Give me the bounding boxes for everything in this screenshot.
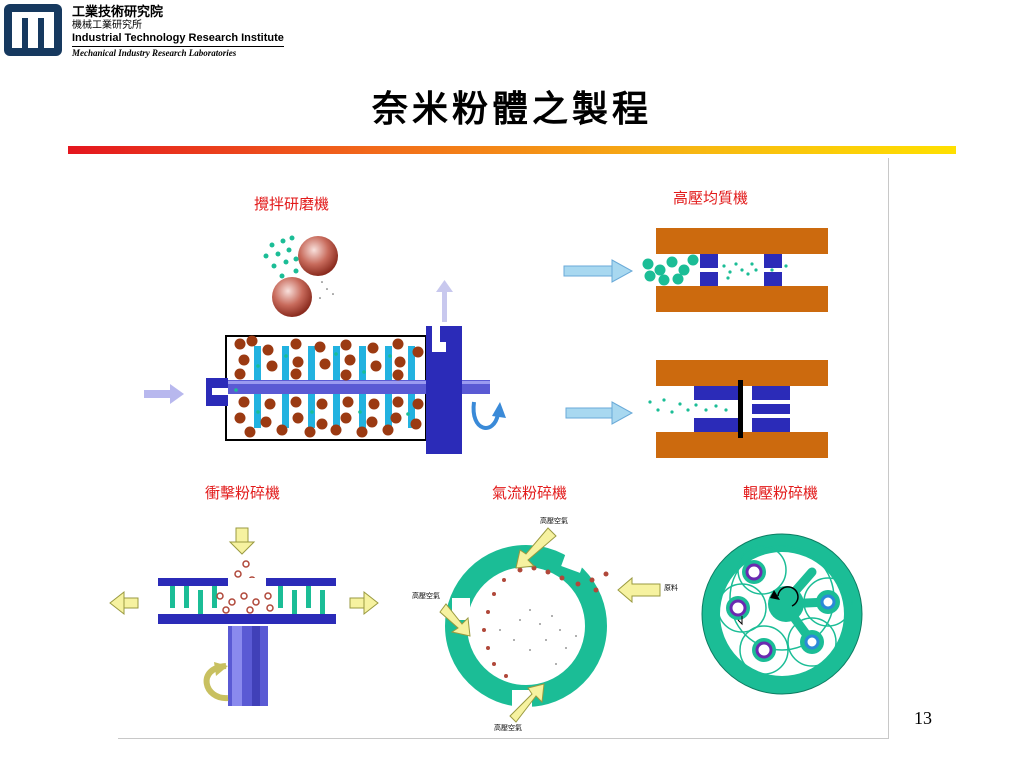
label-feed: 原料: [664, 583, 678, 592]
label-jet-mill: 氣流粉碎機: [492, 484, 568, 502]
slide-title: 奈米粉體之製程: [371, 88, 652, 130]
jet-mill-diagram: 高壓空氣 高壓空氣 高壓空氣 原料: [412, 516, 678, 732]
label-homogenizer: 高壓均質機: [673, 189, 749, 207]
label-stirred-mill: 攪拌研磨機: [254, 195, 330, 213]
organization-block: 工業技術研究院 機械工業研究所 Industrial Technology Re…: [72, 4, 284, 60]
org-division-en: Mechanical Industry Research Laboratorie…: [72, 48, 237, 58]
org-name-en: Industrial Technology Research Institute: [72, 32, 284, 47]
roller-mill-diagram: [701, 533, 863, 695]
org-name-zh: 工業技術研究院: [72, 4, 164, 19]
label-roller-mill: 輥壓粉碎機: [743, 484, 819, 502]
label-hp-air-left: 高壓空氣: [412, 591, 440, 600]
label-impact-mill: 衝擊粉碎機: [205, 484, 281, 502]
label-hp-air-top: 高壓空氣: [540, 516, 568, 525]
stirred-mill-diagram: [144, 235, 506, 454]
itri-logo-icon: [4, 4, 62, 56]
label-hp-air-bottom: 高壓空氣: [494, 723, 522, 732]
figure-frame: [118, 158, 889, 739]
page-number: 13: [914, 708, 932, 728]
gradient-divider: [68, 146, 956, 154]
impact-mill-diagram: [109, 527, 379, 706]
homogenizer-diagram: [563, 228, 828, 458]
org-division-zh: 機械工業研究所: [72, 20, 142, 31]
